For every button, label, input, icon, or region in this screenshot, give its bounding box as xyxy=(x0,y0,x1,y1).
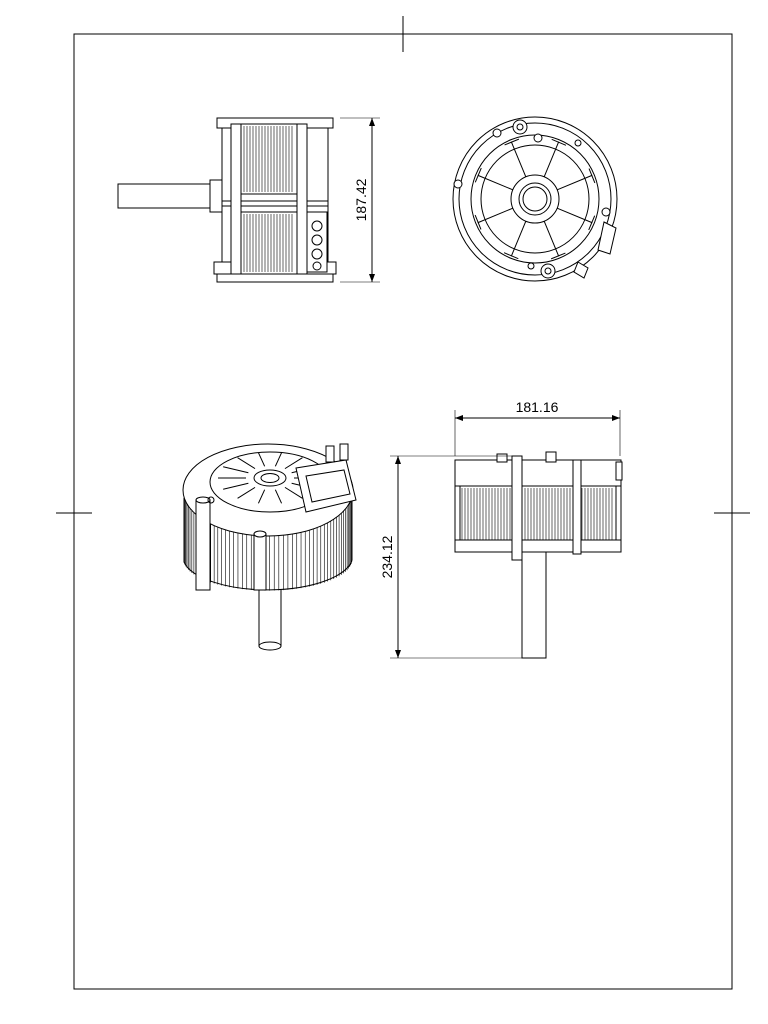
dim-front-height: 234.12 xyxy=(379,535,395,578)
side-view: 187.42 xyxy=(117,117,380,283)
isometric-view xyxy=(182,443,357,651)
dim-front-width: 181.16 xyxy=(516,399,559,415)
front-view: 181.16 234.12 xyxy=(379,399,623,659)
end-view xyxy=(452,116,618,282)
drawing-border xyxy=(73,33,733,990)
dim-side-height: 187.42 xyxy=(353,178,369,221)
center-marks xyxy=(56,16,750,531)
